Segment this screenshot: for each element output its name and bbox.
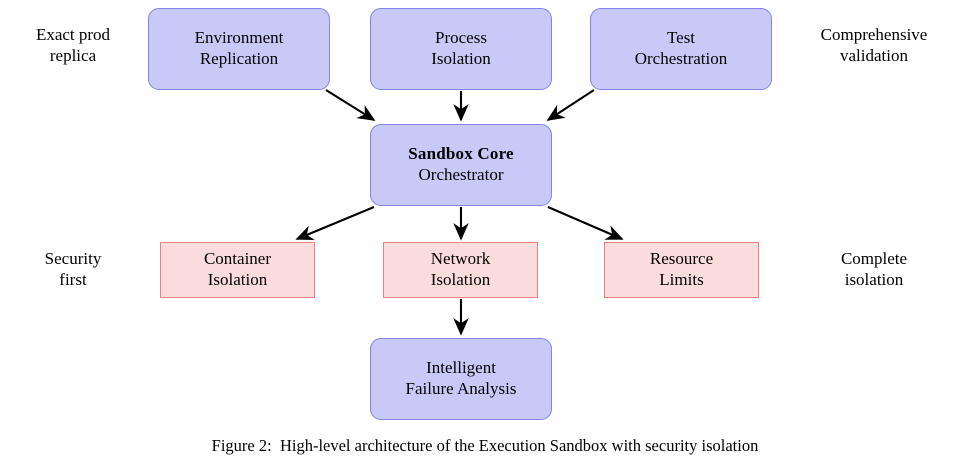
annotation-line-2: replica: [49, 46, 97, 66]
annotation-line-1: Exact prod: [35, 25, 111, 44]
edge-test-orchestration-to-sandbox-core: [546, 89, 595, 121]
node-line-1: Network: [430, 249, 491, 269]
node-line-1: Resource: [649, 249, 714, 269]
annotation-complete-isolation: Complete isolation: [786, 248, 962, 291]
annotation-line-1: Security: [44, 249, 102, 268]
node-line-2: Isolation: [430, 270, 491, 289]
node-line-1: Process: [435, 28, 487, 48]
node-process-isolation[interactable]: Process Isolation: [370, 8, 552, 90]
node-line-1: Intelligent: [426, 358, 496, 378]
node-intelligent-failure-analysis[interactable]: Intelligent Failure Analysis: [370, 338, 552, 420]
annotation-line-1: Complete: [840, 249, 908, 268]
annotation-security-first: Security first: [8, 248, 138, 291]
annotation-comprehensive-validation: Comprehensive validation: [786, 24, 962, 67]
figure-caption-label: Figure 2: High-level architecture of the…: [211, 436, 759, 455]
node-environment-replication[interactable]: Environment Replication: [148, 8, 330, 90]
node-sandbox-core[interactable]: Sandbox Core Orchestrator: [370, 124, 552, 206]
node-test-orchestration[interactable]: Test Orchestration: [590, 8, 772, 90]
annotation-exact-prod-replica: Exact prod replica: [8, 24, 138, 67]
annotation-line-2: first: [59, 270, 87, 290]
figure-caption: Figure 2: High-level architecture of the…: [0, 436, 970, 456]
node-line-2: Isolation: [207, 270, 268, 289]
annotation-line-2: validation: [840, 46, 908, 66]
node-line-2: Limits: [659, 270, 704, 289]
node-line-2: Orchestrator: [418, 165, 504, 184]
node-line-2: Isolation: [431, 49, 491, 68]
node-network-isolation[interactable]: Network Isolation: [383, 242, 538, 298]
annotation-line-2: isolation: [844, 270, 904, 290]
annotation-line-1: Comprehensive: [820, 25, 928, 44]
node-line-2: Replication: [199, 49, 279, 68]
edge-sandbox-core-to-resource-limits: [547, 206, 624, 240]
node-resource-limits[interactable]: Resource Limits: [604, 242, 759, 298]
node-line-2: Failure Analysis: [405, 379, 517, 398]
edge-sandbox-core-to-container-isolation: [295, 206, 375, 241]
node-line-1: Sandbox Core: [408, 144, 514, 164]
node-container-isolation[interactable]: Container Isolation: [160, 242, 315, 298]
node-line-1: Container: [203, 249, 272, 269]
node-line-1: Environment: [194, 28, 284, 48]
edge-environment-replication-to-sandbox-core: [325, 89, 376, 121]
node-line-2: Orchestration: [634, 49, 728, 68]
node-line-1: Test: [666, 28, 696, 48]
